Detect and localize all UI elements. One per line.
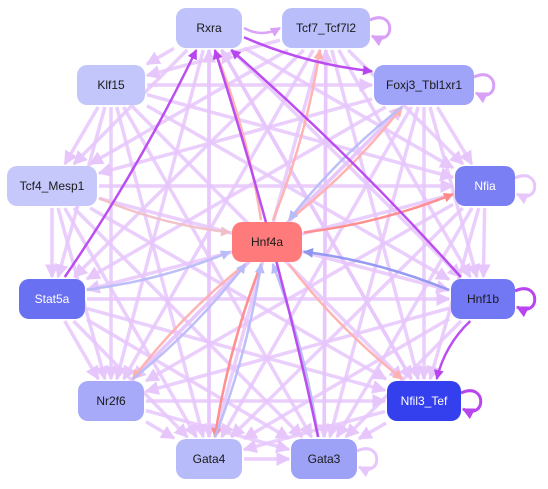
edge-nfil3-to-gata3 [357,421,387,441]
node-label-tcf4: Tcf4_Mesp1 [20,179,85,193]
edge-hnf4a-to-gata4 [211,263,263,438]
edge-hnf4a-to-foxj3 [288,106,403,221]
edge-foxj3-to-stat5a [85,105,387,281]
edge-klf15-to-hnf1b [146,104,451,281]
edge-nfia-to-gata4 [230,206,464,439]
edge-hnf4a-to-nr2f6 [131,263,247,380]
edge-nfil3-to-gata4 [242,409,386,454]
edge-foxj3-to-nfia [435,106,474,166]
self-loop-hnf1b [514,287,537,318]
edge-foxj3-to-hnf4a [288,106,403,221]
edge-klf15-to-tcf4 [63,106,100,166]
edge-rxra-to-foxj3 [243,36,373,76]
node-box-hnf4a [232,222,302,262]
node-box-nfil3 [387,381,461,421]
edge-stat5a-to-rxra [63,49,198,278]
node-hnf4a[interactable]: Hnf4a [232,222,302,262]
node-box-foxj3 [374,65,474,105]
node-hnf1b[interactable]: Hnf1b [451,279,515,319]
self-loop-nfia [514,174,537,205]
self-loop-tcf7 [369,16,392,47]
edge-tcf7-to-nr2f6 [122,49,315,381]
edge-hnf4a-to-tcf7 [271,49,324,221]
node-label-nfia: Nfia [474,179,496,193]
edge-klf15-to-gata3 [122,106,313,439]
edge-nr2f6-to-hnf4a [131,263,247,380]
edge-hnf1b-to-rxra [230,49,462,278]
node-label-hnf1b: Hnf1b [467,292,499,306]
node-box-tcf4 [7,166,97,206]
self-loop-nfil3 [460,389,483,420]
node-box-rxra [176,8,242,48]
node-box-hnf1b [451,279,515,319]
node-label-nfil3: Nfil3_Tef [401,394,448,408]
node-label-tcf7: Tcf7_Tcf7l2 [296,21,356,35]
edge-stat5a-to-nr2f6 [63,320,100,381]
node-label-stat5a: Stat5a [35,292,70,306]
edge-nfia-to-gata3 [335,207,474,439]
edge-nr2f6-to-gata4 [145,420,176,440]
node-label-gata3: Gata3 [308,452,341,466]
node-foxj3[interactable]: Foxj3_Tbl1xr1 [374,65,474,105]
edge-hnf1b-to-gata4 [242,317,450,441]
node-klf15[interactable]: Klf15 [77,65,145,105]
edge-hnf4a-to-rxra [213,49,263,221]
node-label-nr2f6: Nr2f6 [96,394,126,408]
edge-gata3-to-tcf7 [318,48,333,438]
node-box-klf15 [77,65,145,105]
edge-gata4-to-hnf4a [213,263,265,438]
self-loop-gata3 [356,447,379,478]
edge-hnf4a-to-nfia [303,192,454,234]
node-label-klf15: Klf15 [97,78,125,92]
node-box-gata3 [291,439,357,479]
node-tcf7[interactable]: Tcf7_Tcf7l2 [282,8,370,48]
node-nfil3[interactable]: Nfil3_Tef [387,381,461,421]
edge-hnf1b-to-hnf4a [303,247,450,292]
node-box-gata4 [176,439,242,479]
edge-stat5a-to-nfil3 [86,306,387,394]
node-label-foxj3: Foxj3_Tbl1xr1 [386,78,462,92]
node-rxra[interactable]: Rxra [176,8,242,48]
edge-rxra-to-klf15 [145,46,175,66]
edge-foxj3-to-gata4 [220,106,413,439]
node-box-stat5a [19,279,85,319]
node-label-gata4: Gata4 [193,452,226,466]
node-box-tcf7 [282,8,370,48]
edge-rxra-to-tcf7 [243,26,281,37]
edge-nfil3-to-rxra [220,48,413,380]
edge-hnf4a-to-nfil3 [287,263,404,380]
node-box-nfia [455,166,515,206]
node-box-nr2f6 [78,381,144,421]
node-label-hnf4a: Hnf4a [251,235,283,249]
node-nr2f6[interactable]: Nr2f6 [78,381,144,421]
edge-tcf4-to-nfil3 [89,206,388,381]
node-tcf4[interactable]: Tcf4_Mesp1 [7,166,97,206]
edge-nfia-to-hnf1b [476,207,491,279]
self-loop-foxj3 [473,73,496,104]
node-gata3[interactable]: Gata3 [291,439,357,479]
node-stat5a[interactable]: Stat5a [19,279,85,319]
edge-stat5a-to-hnf4a [86,250,231,291]
node-gata4[interactable]: Gata4 [176,439,242,479]
node-label-rxra: Rxra [196,21,222,35]
edge-nfia-to-nr2f6 [144,202,454,383]
node-nfia[interactable]: Nfia [455,166,515,206]
self-loops-layer [356,16,537,478]
edge-hnf1b-to-nfil3 [433,320,472,380]
